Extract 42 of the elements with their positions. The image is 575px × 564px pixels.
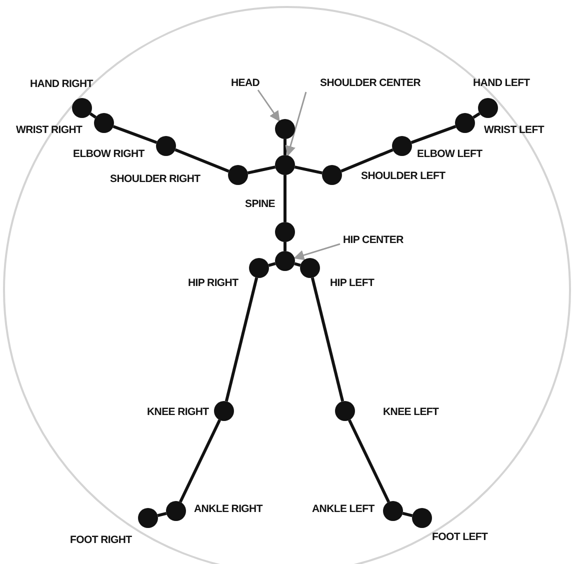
bone-line: [284, 175, 286, 222]
joint-label: WRIST RIGHT: [16, 124, 82, 137]
joint-label: SHOULDER LEFT: [361, 170, 446, 183]
bone-line: [112, 125, 158, 144]
joint-label: HAND RIGHT: [30, 78, 93, 91]
joint-label: WRIST LEFT: [484, 124, 544, 137]
joint-label: HEAD: [231, 77, 260, 90]
leader-arrow: [294, 243, 340, 260]
joint-label: ANKLE RIGHT: [194, 503, 262, 516]
bone-line: [472, 112, 480, 119]
joint-label: FOOT RIGHT: [70, 534, 132, 547]
joint-label: SHOULDER RIGHT: [110, 173, 200, 186]
joint-label: KNEE LEFT: [383, 406, 439, 419]
joint-label: ELBOW LEFT: [417, 148, 482, 161]
bone-line: [247, 166, 276, 174]
leader-arrow: [257, 90, 280, 122]
bone-line: [224, 277, 258, 402]
bone-line: [402, 512, 413, 518]
joint-label: HIP LEFT: [330, 277, 374, 290]
bone-line: [174, 148, 230, 173]
bone-line: [340, 148, 394, 173]
bone-line: [284, 242, 286, 251]
joint-label: FOOT LEFT: [432, 531, 488, 544]
bone-line: [284, 139, 286, 155]
joint-label: HAND LEFT: [473, 77, 530, 90]
joint-label: HIP RIGHT: [188, 277, 238, 290]
joint-label: ELBOW RIGHT: [73, 148, 144, 161]
bone-line: [310, 277, 344, 402]
bone-line: [89, 112, 97, 119]
bone-line: [294, 166, 323, 174]
joint-label: SHOULDER CENTER: [320, 77, 421, 90]
bone-line: [178, 419, 222, 503]
bone-line: [268, 262, 276, 267]
joint-label: SPINE: [245, 198, 276, 211]
bone-line: [348, 419, 390, 503]
joint-label: KNEE RIGHT: [147, 406, 209, 419]
joint-label: ANKLE LEFT: [312, 503, 374, 516]
joint-label: HIP CENTER: [343, 234, 404, 247]
bone-line: [294, 262, 301, 267]
leader-arrow: [285, 92, 307, 156]
bone-line: [410, 125, 456, 144]
bone-line: [157, 512, 167, 518]
